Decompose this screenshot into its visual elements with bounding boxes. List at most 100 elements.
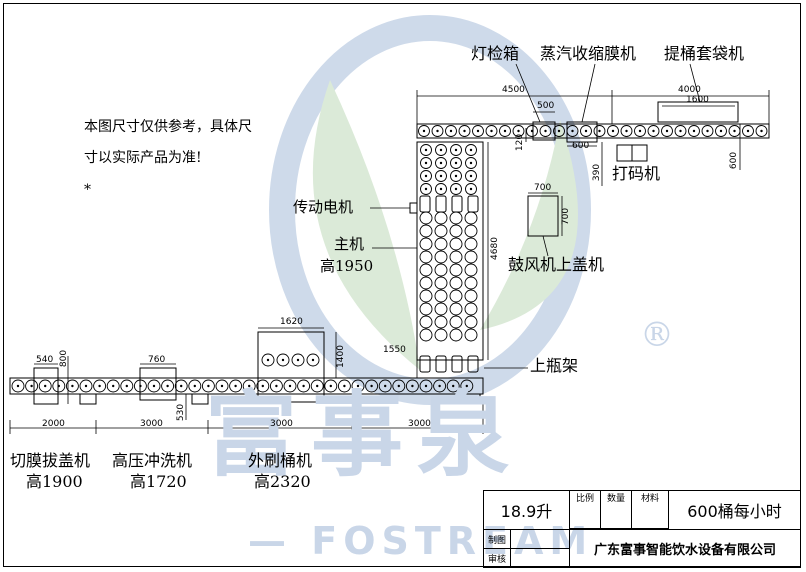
tb-throughput: 600桶每小时 <box>668 490 801 530</box>
bottle-holder <box>435 355 447 373</box>
roller-center <box>207 384 210 388</box>
roller-center <box>71 384 74 388</box>
bottle-slot <box>449 263 463 277</box>
bottle-slot <box>420 144 432 156</box>
dim-700v: 700 <box>561 207 572 226</box>
tb-scale: 比例 <box>569 490 601 529</box>
roller <box>701 125 714 137</box>
roller-center <box>424 384 428 388</box>
roller-center <box>329 384 332 388</box>
watermark-cn: 富事泉 <box>205 382 524 489</box>
bottle-slot <box>450 183 462 195</box>
bottle-slot <box>435 144 447 156</box>
roller <box>419 379 433 393</box>
bottle-slot-center <box>454 148 458 152</box>
roller <box>229 379 243 393</box>
label-film-cutter: 切膜拔盖机 <box>10 451 91 470</box>
bottle-slot <box>419 237 433 251</box>
bottle-slot <box>449 289 463 303</box>
bottle-slot <box>449 328 463 342</box>
roller-center <box>44 384 47 388</box>
roller <box>65 379 79 393</box>
roller-center <box>152 384 156 388</box>
brush-roller <box>306 353 320 367</box>
roller <box>405 379 419 393</box>
bottle-slot <box>419 302 433 316</box>
bottle-slot <box>419 276 433 290</box>
roller-center <box>665 129 669 133</box>
bottle-slot <box>465 144 477 156</box>
film-cutter-unit <box>33 367 59 405</box>
roller-center <box>438 384 441 388</box>
roller-center <box>275 384 278 388</box>
roller <box>174 379 188 393</box>
bottle-slot-center <box>439 148 443 152</box>
bottle-slot <box>450 144 462 156</box>
bottle-slot <box>420 170 432 182</box>
bottle-slot <box>434 250 448 264</box>
roller-center <box>248 384 251 388</box>
roller-center <box>679 129 682 133</box>
bottle-slot-center <box>469 174 473 178</box>
bottle-slot <box>464 328 478 342</box>
roller <box>539 125 552 137</box>
bottle-slot <box>450 170 462 182</box>
roller <box>283 379 297 393</box>
roller <box>297 379 311 393</box>
leader-lines <box>370 63 701 369</box>
dim-600b: 600 <box>729 151 740 170</box>
bottle-slot-center <box>469 161 473 165</box>
roller-center <box>261 384 264 388</box>
bottle-slot <box>449 276 463 290</box>
lamp-box-unit <box>532 121 556 141</box>
roller <box>38 379 52 393</box>
roller-center <box>180 384 183 388</box>
bottle-slot <box>465 170 477 182</box>
bottle-slot <box>434 315 448 329</box>
upper-conveyor-rollers <box>418 125 768 137</box>
bottle-slot <box>419 263 433 277</box>
roller-center <box>452 384 455 388</box>
bottle-slot <box>420 157 432 169</box>
roller <box>52 379 66 393</box>
bottle-slot <box>434 328 448 342</box>
bottle-slot <box>419 289 433 303</box>
roller-center <box>316 384 319 388</box>
dim-1550: 1550 <box>383 345 406 355</box>
roller <box>256 379 270 393</box>
roller <box>620 125 633 137</box>
roller <box>674 125 687 137</box>
tb-company: 广东富事智能饮水设备有限公司 <box>569 529 801 568</box>
bottle-slot <box>435 157 447 169</box>
roller-center <box>449 129 453 133</box>
bottle-slot-center <box>469 187 473 191</box>
roller-center <box>463 129 466 133</box>
note-line-2: 寸以实际产品为准! <box>84 150 202 166</box>
brush-roller-center <box>296 358 300 362</box>
bottle-slot <box>449 250 463 264</box>
bagging-unit <box>657 101 739 123</box>
bottle-slot <box>464 276 478 290</box>
watermark-reg: ® <box>640 315 674 355</box>
bottle-slot-center <box>454 174 458 178</box>
roller-center <box>411 384 414 388</box>
roller-center <box>166 384 169 388</box>
roller <box>120 379 134 393</box>
roller-center <box>356 384 360 388</box>
bottle-holder <box>419 195 431 213</box>
label-loader: 上瓶架 <box>530 356 579 375</box>
bottle-slot-center <box>424 148 428 152</box>
bottle-slot <box>449 302 463 316</box>
roller <box>485 125 498 137</box>
roller <box>11 379 25 393</box>
loader-bottles <box>419 195 479 373</box>
bottle-slot <box>464 224 478 238</box>
roller-center <box>638 129 642 133</box>
brush-roller <box>291 353 305 367</box>
brush-roller <box>261 353 275 367</box>
dim-1400: 1400 <box>335 345 346 368</box>
roller <box>351 379 365 393</box>
roller <box>634 125 646 137</box>
upper-conveyor <box>416 123 770 139</box>
roller-center <box>16 384 20 388</box>
